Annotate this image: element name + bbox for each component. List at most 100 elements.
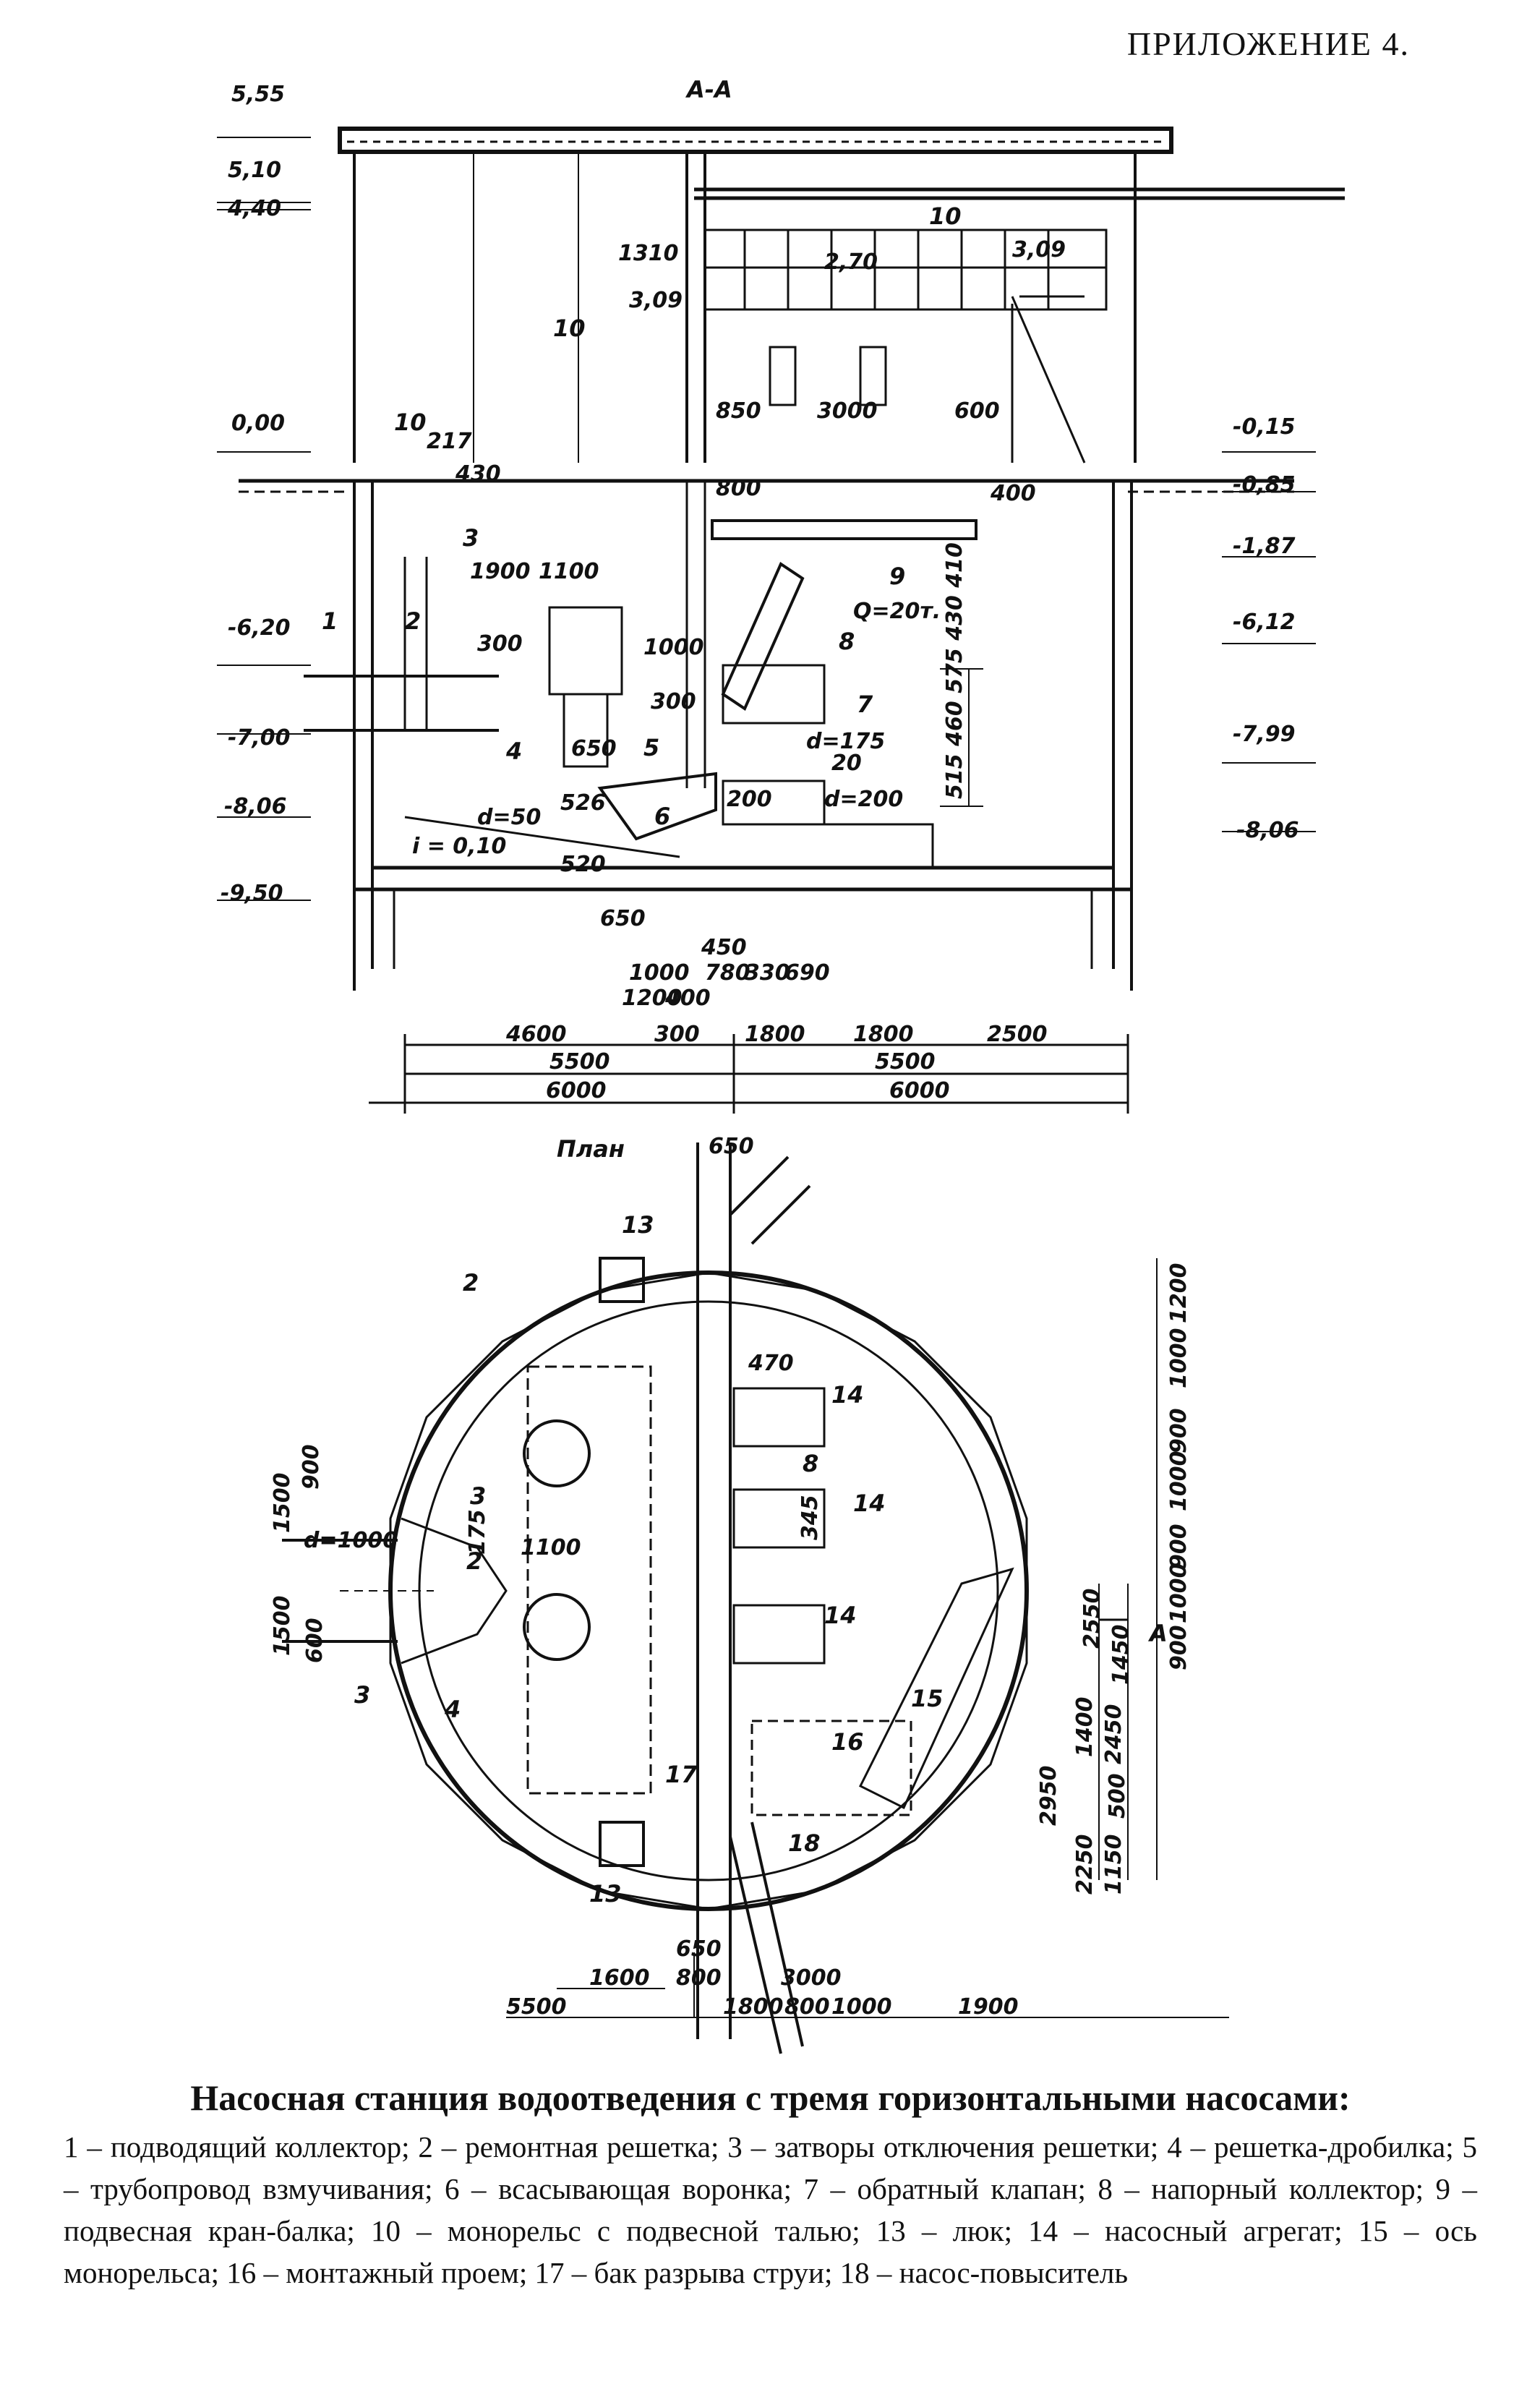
plan-b1900: 1900: [958, 1994, 1019, 2020]
elev-left-1: 5,10: [228, 158, 281, 183]
callout-10b: 10: [394, 409, 427, 436]
dim-2-70: 2,70: [824, 249, 878, 275]
dim-300c: 300: [654, 1022, 700, 1047]
plan-marker: А: [1147, 1620, 1168, 1647]
plan-top650: 650: [709, 1134, 754, 1159]
dim-5500a: 5500: [549, 1049, 610, 1075]
dim-600: 600: [954, 398, 1000, 424]
plan-r1400: 1400: [1072, 1697, 1098, 1758]
dim-430: 430: [455, 461, 501, 487]
callout-4: 4: [505, 738, 522, 765]
dim-526: 526: [560, 790, 606, 816]
dim-2500: 2500: [987, 1022, 1048, 1047]
technical-drawing: А-А 5,55 5,10 4,40 0,00 -6,20 -7,00 -8,0…: [217, 76, 1345, 2054]
dim-1000b: 1000: [629, 960, 690, 986]
dim-1310: 1310: [618, 241, 679, 266]
dim-1800b: 1800: [853, 1022, 914, 1047]
plan-callout-3a: 3: [470, 1482, 486, 1510]
dim-6000b: 6000: [889, 1078, 950, 1103]
plan-b1800: 1800: [723, 1994, 784, 2020]
callout-8: 8: [839, 628, 855, 655]
dim-650b: 650: [600, 906, 646, 931]
plan-r2250: 2250: [1072, 1834, 1098, 1895]
elev-right-1: -0,85: [1233, 472, 1295, 497]
callout-5: 5: [643, 734, 659, 761]
plan-b1600: 1600: [589, 1965, 650, 1991]
callout-10c: 10: [929, 202, 962, 230]
plan-r900a: 900: [1166, 1408, 1192, 1453]
elev-inner: 3,09: [629, 288, 683, 313]
callout-1: 1: [322, 607, 338, 635]
plan-callout-2a: 2: [463, 1269, 479, 1297]
elev-right-4: -7,99: [1233, 722, 1295, 747]
plan-d470: 470: [748, 1351, 794, 1376]
plan-callout-14a: 14: [831, 1381, 864, 1409]
dim-780: 780: [705, 960, 750, 986]
plan-r1000b: 1000: [1166, 1451, 1192, 1512]
appendix-label: ПРИЛОЖЕНИЕ 4.: [1126, 25, 1410, 62]
plan-callout-13b: 13: [589, 1880, 622, 1908]
dim-d50: d=50: [477, 805, 541, 830]
dim-850: 850: [716, 398, 761, 424]
plan-callout-17: 17: [665, 1761, 698, 1788]
plan-r2950: 2950: [1036, 1766, 1061, 1827]
plan-callout-14c: 14: [824, 1602, 857, 1629]
plan-r1000a: 1000: [1166, 1328, 1192, 1389]
plan-l1100: 1100: [521, 1535, 581, 1560]
elev-left-4: -6,20: [228, 615, 290, 641]
load-label: Q=20т.: [853, 599, 941, 624]
dim-300b: 300: [651, 689, 696, 714]
callout-9: 9: [889, 563, 905, 590]
plan-callout-8: 8: [803, 1450, 818, 1477]
caption-title: Насосная станция водоотведения с тремя г…: [190, 2077, 1351, 2118]
elev-left-2: 4,40: [227, 196, 281, 221]
section-title: А-А: [685, 76, 732, 103]
plan-view: [282, 1142, 1229, 2054]
dim-stack: 515 460 575 430 410: [942, 542, 967, 799]
elev-left-7: -9,50: [221, 881, 283, 906]
plan-callout-18: 18: [788, 1829, 821, 1857]
plan-r2550: 2550: [1079, 1589, 1105, 1649]
callout-3: 3: [463, 524, 479, 552]
dim-6000a: 6000: [546, 1078, 607, 1103]
callout-2: 2: [405, 607, 421, 635]
dim-1800a: 1800: [745, 1022, 805, 1047]
callout-7: 7: [857, 691, 873, 718]
elev-right-0: -0,15: [1233, 414, 1295, 440]
plan-callout-14b: 14: [853, 1490, 886, 1517]
plan-r1150: 1150: [1101, 1834, 1126, 1895]
plan-callout-2b: 2: [466, 1547, 482, 1575]
elev-right-3: -6,12: [1233, 610, 1295, 635]
elev-right-5: -8,06: [1236, 818, 1299, 843]
dim-1200: 1200: [622, 986, 683, 1011]
dim-d200: d=200: [824, 787, 903, 812]
plan-l-d1000: d=1000: [304, 1528, 398, 1553]
plan-callout-13a: 13: [622, 1211, 654, 1239]
dim-650a: 650: [571, 736, 617, 761]
dim-690: 690: [784, 960, 830, 986]
dim-4600: 4600: [505, 1022, 567, 1047]
plan-d345: 345: [797, 1495, 823, 1540]
plan-l1500b: 1500: [270, 1596, 295, 1657]
plan-r1200: 1200: [1166, 1263, 1192, 1324]
dim-1000v: 1000: [643, 635, 704, 660]
plan-callout-4: 4: [444, 1696, 461, 1723]
plan-l1500a: 1500: [270, 1473, 295, 1534]
dim-200: 200: [727, 787, 772, 812]
plan-l900: 900: [299, 1444, 324, 1490]
plan-r500: 500: [1105, 1773, 1130, 1819]
section-aa: [217, 127, 1345, 1114]
dim-1900: 1900: [470, 559, 531, 584]
dim-d175: d=175: [806, 729, 885, 754]
elev-left-3: 0,00: [231, 411, 285, 436]
elev-left-6: -8,06: [224, 794, 286, 819]
figure-caption: Насосная станция водоотведения с тремя г…: [64, 2077, 1477, 2294]
elev-left-0: 5,55: [231, 82, 285, 107]
elev-right-2: -1,87: [1233, 534, 1296, 559]
dim-20: 20: [831, 751, 862, 776]
dim-330: 330: [745, 960, 790, 986]
dim-400b: 400: [664, 986, 711, 1011]
plan-b650: 650: [676, 1936, 722, 1962]
plan-callout-3b: 3: [354, 1681, 370, 1709]
callout-6: 6: [654, 803, 670, 830]
